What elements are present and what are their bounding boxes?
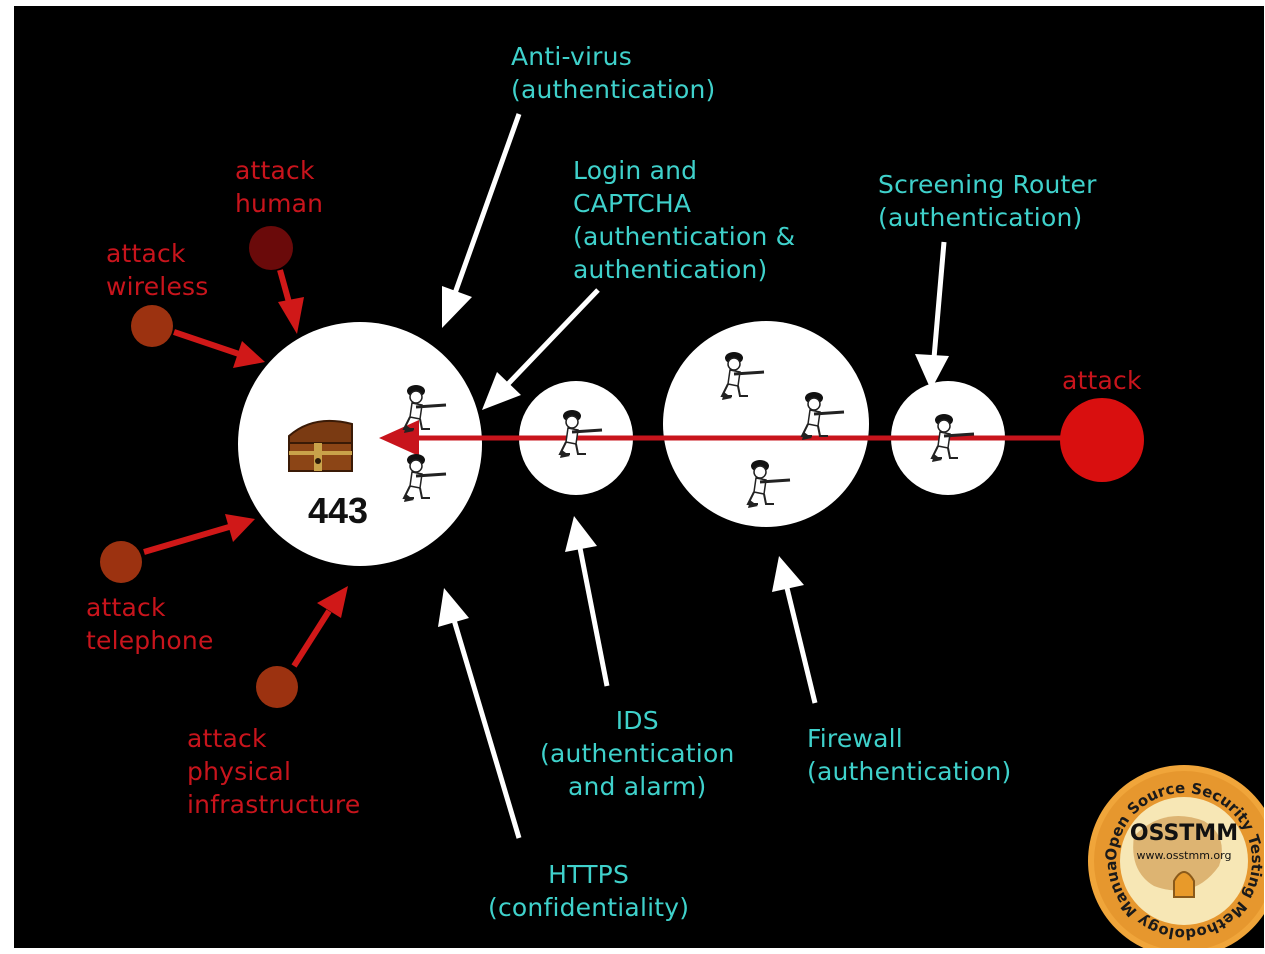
- https-label: HTTPS (confidentiality): [488, 860, 690, 922]
- firewall-circle: [663, 321, 869, 527]
- target-port-label: 443: [308, 490, 369, 531]
- target-circle: [238, 322, 482, 566]
- osstmm-url: www.osstmm.org: [1136, 849, 1232, 862]
- antivirus-label: Anti-virus (authentication): [511, 42, 716, 104]
- attack-physical-label: attack physical infrastructure: [187, 724, 361, 819]
- diagram-canvas: Open Source Security Testing Methodology…: [14, 6, 1264, 948]
- attack-telephone-label: attack telephone: [86, 593, 214, 655]
- osstmm-title: OSSTMM: [1129, 821, 1239, 846]
- screening-router-label: Screening Router (authentication): [878, 170, 1097, 232]
- attack-wireless-node: [131, 305, 173, 347]
- attack-physical-node: [256, 666, 298, 708]
- attack-telephone-node: [100, 541, 142, 583]
- login-captcha-label: Login and CAPTCHA (authentication & auth…: [573, 156, 796, 284]
- pointer-arrows: [438, 113, 949, 839]
- attack-human-label: attack human: [235, 156, 324, 218]
- attack-wireless-label: attack wireless: [106, 239, 209, 301]
- attack-main-label: attack: [1062, 366, 1142, 395]
- attack-main-node: [1060, 398, 1144, 482]
- firewall-label: Firewall (authentication): [807, 724, 1012, 786]
- attack-human-node: [249, 226, 293, 270]
- treasure-chest-icon: [288, 419, 353, 472]
- diagram-graphics: Open Source Security Testing Methodology…: [14, 6, 1264, 948]
- ids-label: IDS (authentication and alarm): [540, 706, 735, 801]
- attack-arrows: [143, 269, 348, 668]
